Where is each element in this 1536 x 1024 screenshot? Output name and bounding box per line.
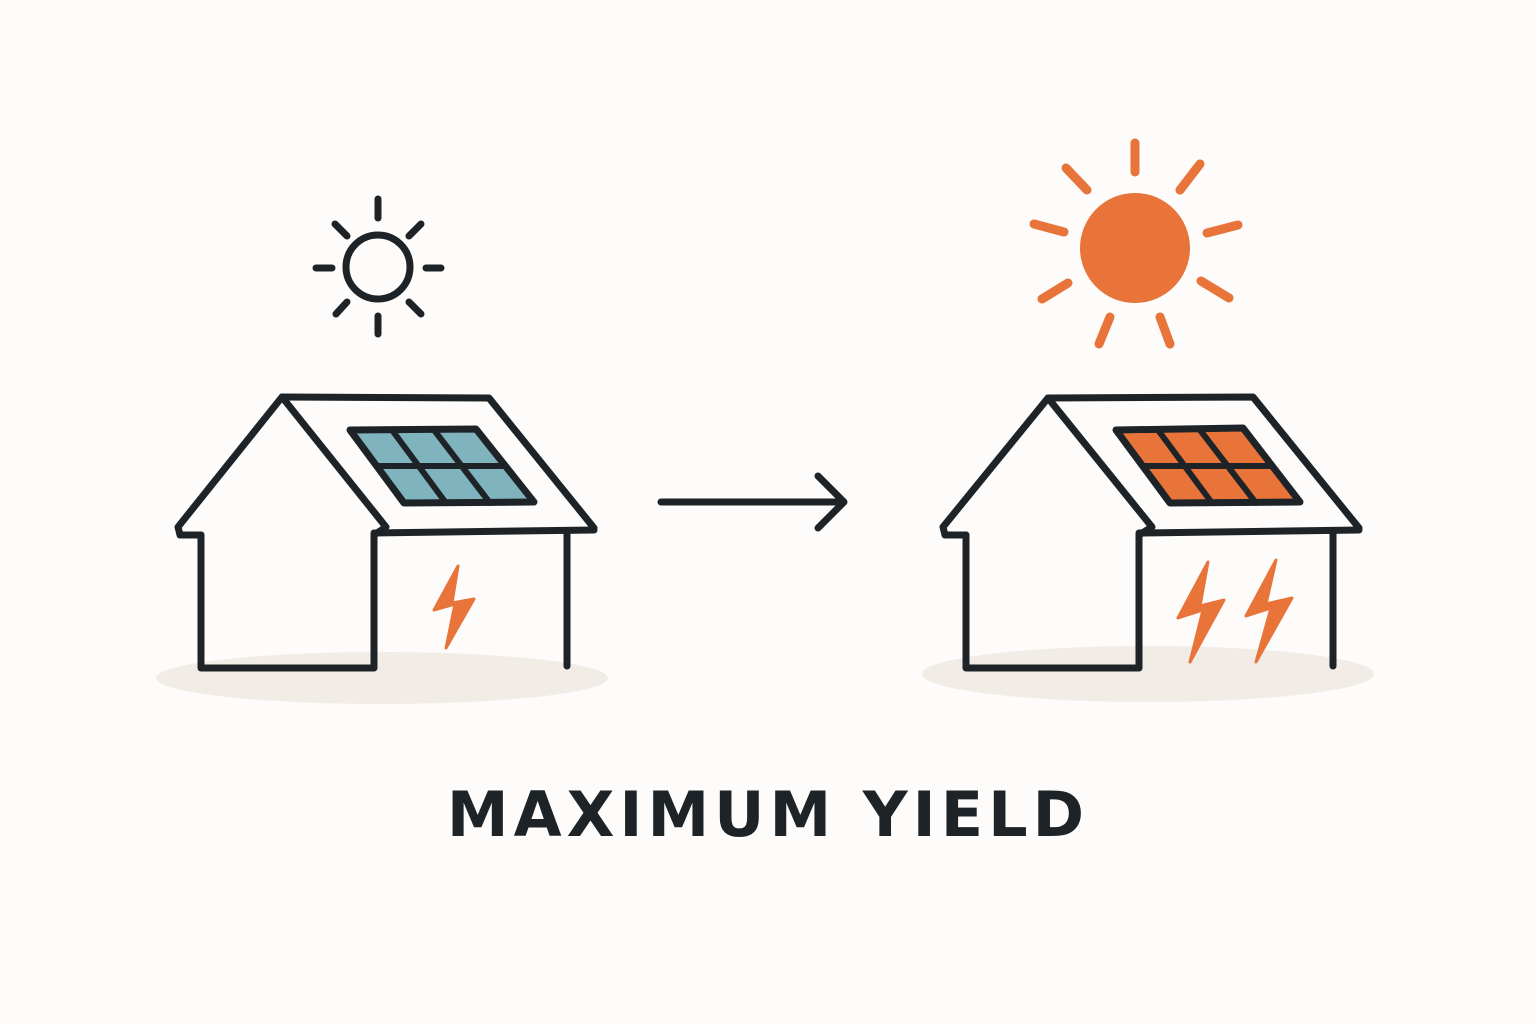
lightning-bolt-icon (1176, 560, 1226, 664)
solar-panel-blue (346, 425, 538, 507)
outline-sun-icon (312, 195, 445, 338)
lightning-bolt-icon (432, 564, 476, 650)
scene-before (156, 195, 608, 704)
solar-panel-orange (1112, 424, 1304, 507)
lightning-bolt-icon (1244, 558, 1294, 664)
caption-title: MAXIMUM YIELD (446, 778, 1090, 851)
filled-orange-sun-icon (1029, 138, 1243, 349)
house-right (939, 393, 1363, 672)
ground-shadow-left (156, 652, 608, 704)
ground-shadow-right (922, 646, 1374, 702)
scene-after (922, 138, 1374, 702)
right-arrow-icon (657, 472, 848, 532)
house-left (174, 393, 598, 672)
